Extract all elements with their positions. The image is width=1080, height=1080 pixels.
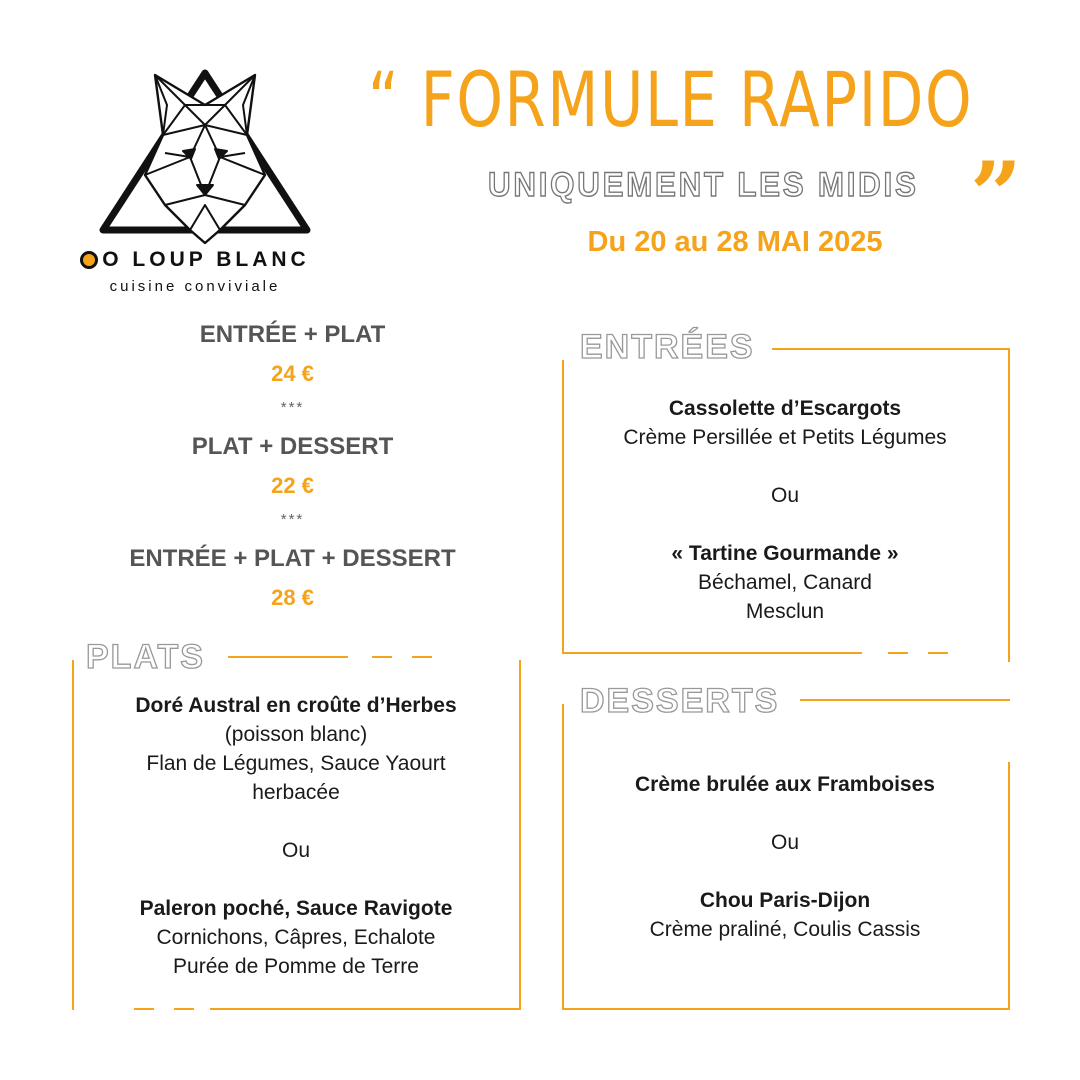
frame-line [562, 1008, 1010, 1010]
page-title: “ FORMULE RAPIDO [368, 55, 974, 144]
entrees-content: Cassolette d’Escargots Crème Persillée e… [570, 394, 1000, 626]
frame-line [372, 656, 392, 658]
frame-line [519, 660, 521, 1010]
brand-tagline: cuisine conviviale [109, 278, 281, 295]
or-separator: Ou [281, 839, 310, 862]
dish-detail: Crème Persillée et Petits Légumes [623, 426, 947, 449]
dish-name: Crème brulée aux Framboises [635, 773, 935, 796]
dish-name: Paleron poché, Sauce Ravigote [139, 897, 453, 920]
wolf-logo-icon [99, 69, 311, 245]
dish-name: Cassolette d’Escargots [668, 397, 902, 420]
dish-detail: herbacée [252, 781, 340, 804]
or-separator: Ou [770, 831, 799, 854]
frame-line [134, 1008, 154, 1010]
formula-name: ENTRÉE + PLAT [199, 321, 386, 348]
formula-price: 28 € [271, 585, 314, 610]
frame-line [210, 1008, 521, 1010]
section-title-entrees: ENTRÉES [574, 329, 761, 365]
dish-detail: Crème praliné, Coulis Cassis [649, 918, 921, 941]
dish-detail: (poisson blanc) [224, 723, 368, 746]
formula-price: 22 € [271, 473, 314, 498]
dish-detail: Béchamel, Canard [698, 571, 872, 594]
frame-line [228, 656, 348, 658]
formula-name: ENTRÉE + PLAT + DESSERT [129, 545, 456, 572]
dish-detail: Purée de Pomme de Terre [173, 955, 419, 978]
frame-line [72, 660, 74, 1010]
dish-detail: Mesclun [745, 600, 825, 623]
page-subtitle: UNIQUEMENT LES MIDIS [487, 165, 919, 204]
formula-separator: *** [280, 399, 305, 416]
plats-content: Doré Austral en croûte d’Herbes (poisson… [80, 691, 512, 981]
frame-line [562, 652, 862, 654]
frame-line [800, 699, 1010, 701]
formula-separator: *** [280, 511, 305, 528]
frame-line [772, 348, 1010, 350]
formula-price: 24 € [271, 361, 314, 386]
formula-list: ENTRÉE + PLAT 24 € *** PLAT + DESSERT 22… [90, 318, 495, 618]
dish-detail: Cornichons, Câpres, Echalote [156, 926, 436, 949]
formula-name: PLAT + DESSERT [191, 433, 394, 460]
frame-line [562, 704, 564, 1010]
frame-line [888, 652, 908, 654]
section-title-desserts: DESSERTS [574, 683, 786, 719]
frame-line [174, 1008, 194, 1010]
frame-line [412, 656, 432, 658]
frame-line [562, 360, 564, 654]
brand-name: O LOUP BLANC [65, 248, 325, 272]
brand-dot-icon [80, 251, 99, 270]
dish-detail: Flan de Légumes, Sauce Yaourt [146, 752, 446, 775]
closing-quote: ” [970, 142, 1022, 248]
desserts-content: Crème brulée aux Framboises Ou Chou Pari… [570, 770, 1000, 944]
section-title-plats: PLATS [80, 639, 211, 675]
date-range: Du 20 au 28 MAI 2025 [587, 226, 883, 258]
frame-line [928, 652, 948, 654]
frame-line [1008, 348, 1010, 662]
dish-name: Doré Austral en croûte d’Herbes [135, 694, 457, 717]
or-separator: Ou [770, 484, 799, 507]
dish-name: Chou Paris-Dijon [699, 889, 871, 912]
dish-name: « Tartine Gourmande » [671, 542, 899, 565]
frame-line [1008, 762, 1010, 1010]
